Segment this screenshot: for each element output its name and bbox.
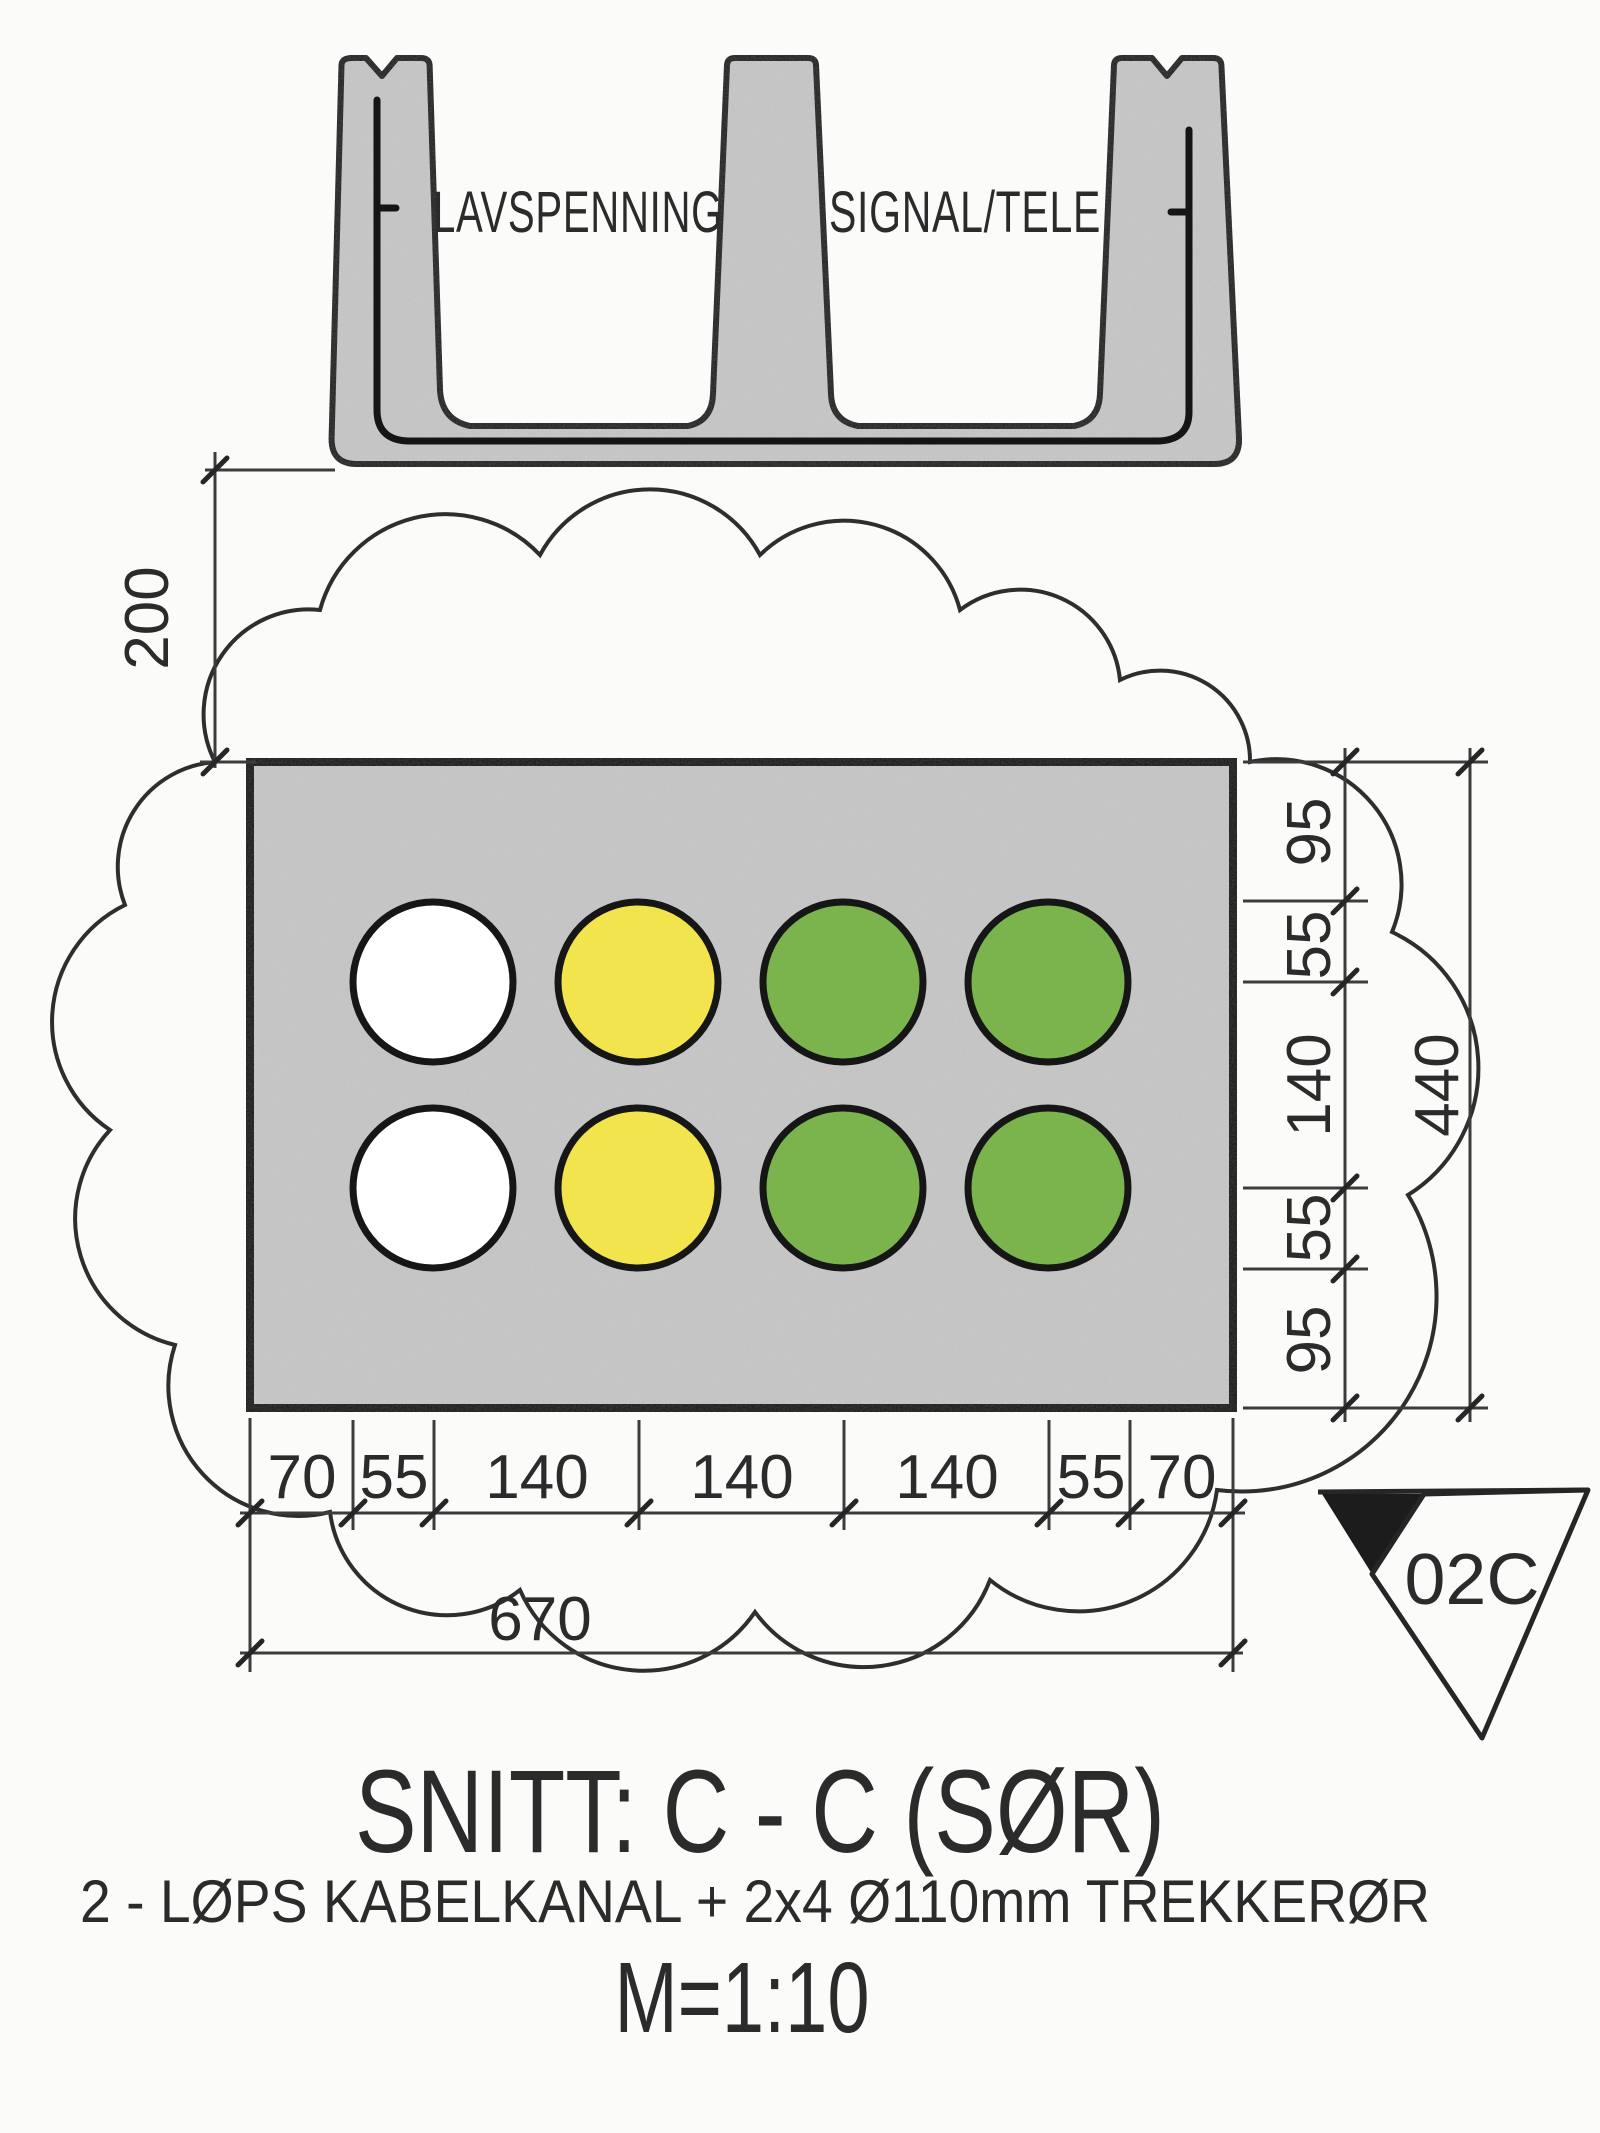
revision-marker-outline — [1369, 1487, 1591, 1741]
dim-right-95a: 95 — [1275, 798, 1344, 867]
revision-tag-text: 02C — [1405, 1540, 1540, 1620]
drawing-scale: M=1:10 — [615, 1942, 870, 2054]
rebar-lines — [373, 96, 1193, 445]
dim-bottom-70a: 70 — [268, 1443, 337, 1512]
dim-right-55b: 55 — [1275, 1194, 1344, 1263]
pipe-hole-green-r1c3 — [759, 898, 927, 1066]
dim-bottom-140c: 140 — [895, 1443, 998, 1512]
section-description: 2 - LØPS KABELKANAL + 2x4 Ø110mm TREKKER… — [80, 1868, 1430, 1935]
dimension-ticks — [200, 455, 1485, 1668]
pipe-hole-green-r2c3 — [759, 1104, 927, 1272]
revision-cloud — [50, 487, 1481, 1673]
dim-bottom-55a: 55 — [360, 1443, 429, 1512]
channel-label-signal-tele: SIGNAL/TELE — [829, 180, 1101, 245]
dim-bottom-total-670: 670 — [488, 1585, 591, 1654]
revision-marker-filled-triangle — [1322, 1494, 1424, 1574]
dim-bottom-140a: 140 — [485, 1443, 588, 1512]
pipe-hole-yellow-r2c2 — [554, 1104, 722, 1272]
pipe-hole-green-r1c4 — [964, 898, 1132, 1066]
dim-right-55a: 55 — [1275, 911, 1344, 980]
dim-bottom-70b: 70 — [1148, 1443, 1217, 1512]
dim-right-140: 140 — [1275, 1033, 1344, 1136]
dim-200: 200 — [113, 566, 182, 669]
revision-marker: 02C — [1317, 1487, 1591, 1741]
channel-label-lavspenning: LAVSPENNING — [433, 180, 723, 245]
dim-right-95b: 95 — [1275, 1306, 1344, 1375]
pipe-holes-group — [349, 898, 1132, 1272]
pipe-hole-green-r2c4 — [964, 1104, 1132, 1272]
pipe-hole-yellow-r1c2 — [554, 898, 722, 1066]
pipe-hole-white-r1c1 — [349, 898, 517, 1066]
dim-bottom-140b: 140 — [690, 1443, 793, 1512]
pipe-hole-white-r2c1 — [349, 1104, 517, 1272]
dim-bottom-55b: 55 — [1057, 1443, 1126, 1512]
dim-right-total-440: 440 — [1403, 1033, 1472, 1136]
section-title: SNITT: C - C (SØR) — [355, 1746, 1165, 1878]
